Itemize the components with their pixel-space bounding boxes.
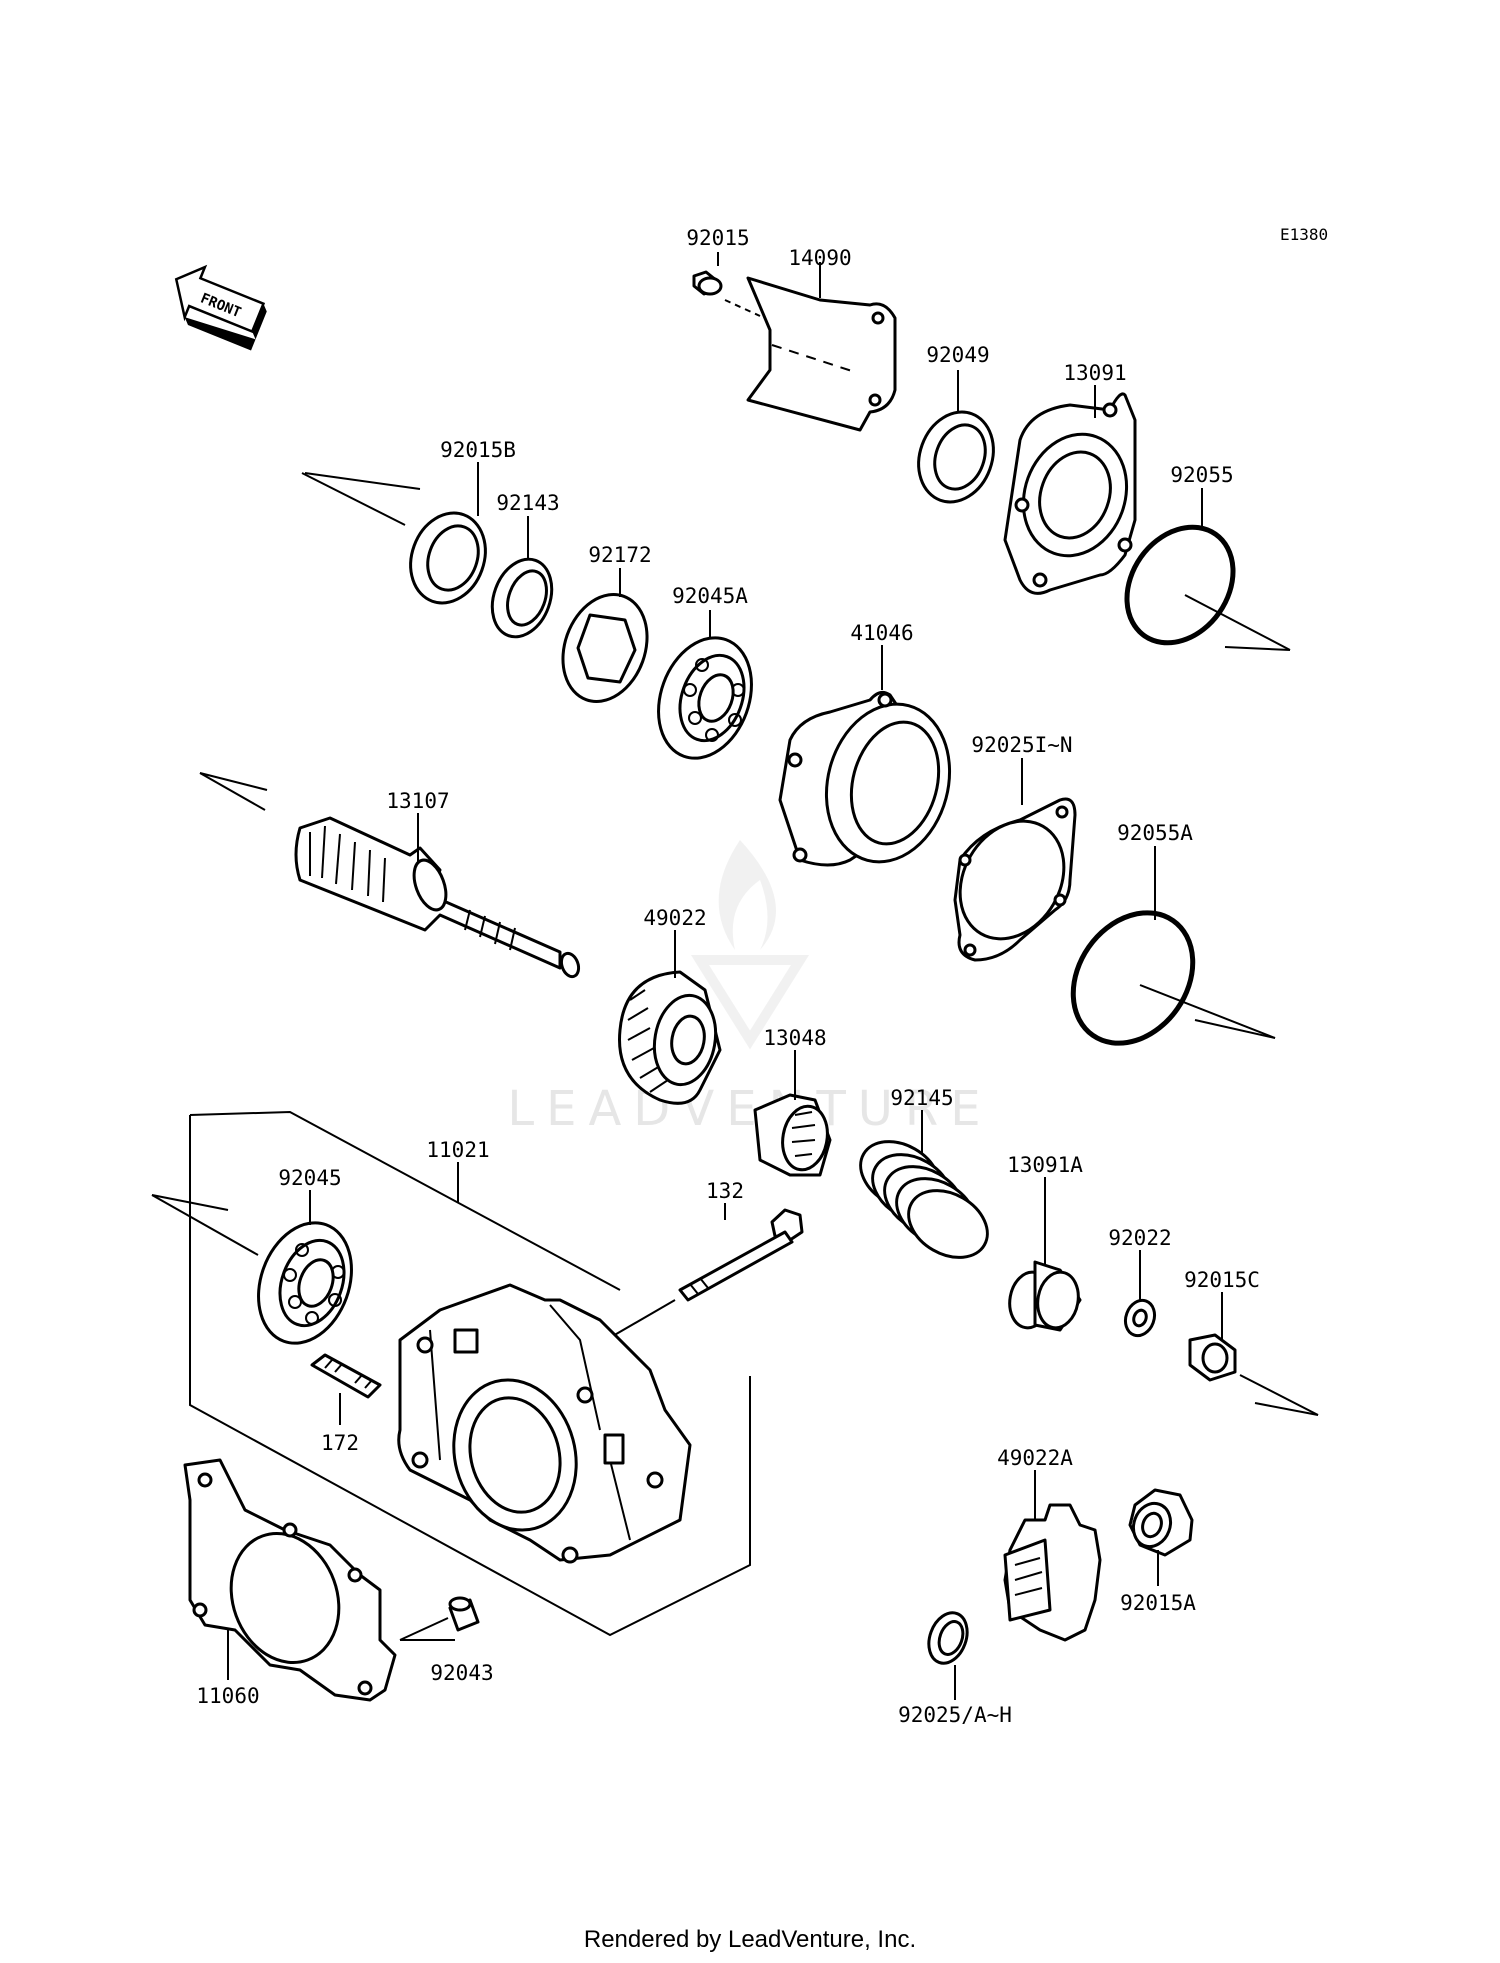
leader-lines (227, 252, 1223, 1700)
label-92015c: 92015C (1184, 1268, 1260, 1292)
label-11021: 11021 (426, 1138, 489, 1162)
label-49022: 49022 (643, 906, 706, 930)
washer-92022 (1123, 1298, 1157, 1338)
shim-92172 (561, 593, 649, 703)
label-92143: 92143 (496, 491, 559, 515)
label-13048: 13048 (763, 1026, 826, 1050)
part-labels: 92015 14090 92049 13091 92055 92015B 921… (196, 226, 1260, 1727)
dowel-92043 (399, 1596, 480, 1641)
front-arrow-icon: FRONT (174, 264, 267, 351)
guide-13091a (1008, 1260, 1082, 1332)
label-92045: 92045 (278, 1166, 341, 1190)
nut-92015 (692, 270, 761, 317)
label-11060: 11060 (196, 1684, 259, 1708)
label-92025i-n: 92025I~N (971, 733, 1072, 757)
housing-13091 (1003, 392, 1137, 595)
locknut-92015b (301, 472, 487, 605)
label-49022a: 49022A (997, 1446, 1073, 1470)
label-92145: 92145 (890, 1086, 953, 1110)
seal-92049 (917, 410, 995, 504)
label-13091a: 13091A (1007, 1153, 1083, 1177)
collar-92143 (490, 557, 554, 639)
guard-14090 (746, 276, 897, 432)
label-92015: 92015 (686, 226, 749, 250)
label-92045a: 92045A (672, 584, 748, 608)
bolt-132 (579, 1208, 804, 1356)
stud-172 (310, 1353, 382, 1399)
label-92015b: 92015B (440, 438, 516, 462)
label-92025a-h: 92025/A~H (898, 1703, 1012, 1727)
gear-49022a (1003, 1503, 1102, 1642)
label-13107: 13107 (386, 789, 449, 813)
label-92172: 92172 (588, 543, 651, 567)
gasket-92025i-n (953, 797, 1077, 962)
label-92055: 92055 (1170, 463, 1233, 487)
bearing-92045 (151, 1194, 353, 1345)
label-92055a: 92055A (1117, 821, 1193, 845)
diagram-code: E1380 (1280, 225, 1328, 244)
oring-92055 (1124, 524, 1291, 651)
label-132: 132 (706, 1179, 744, 1203)
shaft-13107 (199, 772, 581, 979)
holder-41046 (778, 690, 952, 867)
gasket-11060 (183, 1458, 397, 1702)
label-92015a: 92015A (1120, 1591, 1196, 1615)
label-14090: 14090 (788, 246, 851, 270)
watermark-text: LEADVENTURE (507, 1081, 992, 1137)
label-172: 172 (321, 1431, 359, 1455)
label-92049: 92049 (926, 343, 989, 367)
oring-92055a (1070, 910, 1276, 1046)
case-group-box (189, 1110, 751, 1637)
label-92043: 92043 (430, 1661, 493, 1685)
nut-92015a (1128, 1488, 1194, 1557)
shim-92025a-h (927, 1611, 969, 1665)
watermark-logo (690, 840, 810, 1050)
label-92022: 92022 (1108, 1226, 1171, 1250)
bearing-92045a (657, 636, 753, 760)
case-11021 (397, 1283, 692, 1564)
spring-92145 (859, 1140, 989, 1259)
footer-credit: Rendered by LeadVenture, Inc. (583, 1926, 917, 1953)
label-13091: 13091 (1063, 361, 1126, 385)
label-41046: 41046 (850, 621, 913, 645)
bevel-gear-49022 (618, 970, 722, 1105)
nut-92015c (1188, 1333, 1319, 1416)
